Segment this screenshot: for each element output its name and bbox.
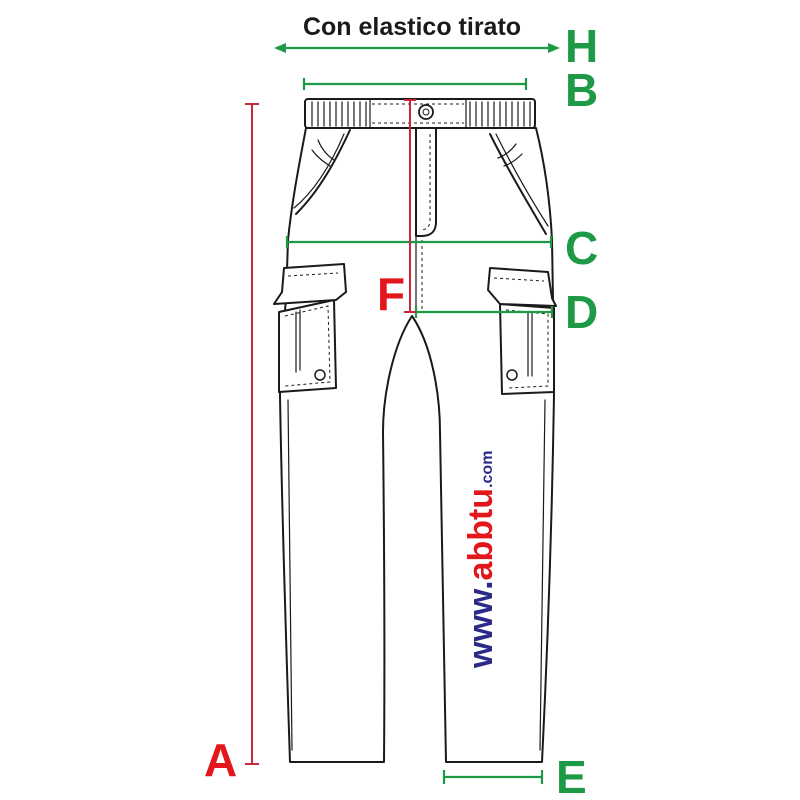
- fly: [415, 127, 437, 237]
- svg-text:www.abbtu.com: www.abbtu.com: [462, 451, 500, 669]
- watermark: www.abbtu.com: [462, 451, 500, 669]
- label-h: H: [565, 20, 598, 72]
- label-f: F: [377, 268, 405, 320]
- watermark-www: www.: [462, 580, 500, 669]
- pants-drawing: [273, 98, 557, 763]
- cargo-pocket-left: [273, 263, 347, 393]
- diagram-title: Con elastico tirato: [303, 13, 521, 41]
- dimension-h: [274, 43, 560, 53]
- dimension-a: [245, 103, 259, 765]
- pocket-front-right: [489, 133, 547, 235]
- waistband-elastic-right: [469, 101, 531, 127]
- cargo-pocket-right: [487, 267, 557, 395]
- label-d: D: [565, 286, 598, 338]
- pocket-front-left: [295, 129, 351, 215]
- label-e: E: [556, 751, 587, 800]
- watermark-tld: .com: [479, 451, 496, 488]
- label-b: B: [565, 64, 598, 116]
- watermark-brand: abbtu: [462, 488, 500, 581]
- waistband-elastic-left: [311, 101, 367, 127]
- dimension-b: [302, 78, 528, 90]
- pants-outline: [279, 127, 555, 763]
- dimension-c: [285, 236, 553, 248]
- dimension-e: [442, 770, 544, 784]
- label-a: A: [204, 734, 237, 786]
- waist-button: [418, 104, 434, 120]
- dimension-f: [404, 99, 416, 313]
- label-c: C: [565, 222, 598, 274]
